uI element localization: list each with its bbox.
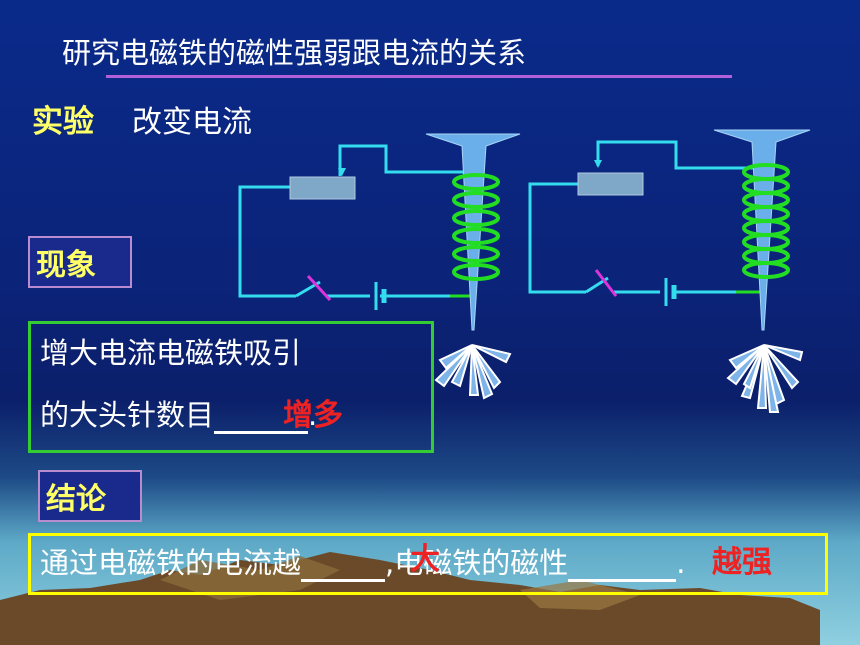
phenomenon-line2: 的大头针数目. xyxy=(40,392,317,434)
coil-left xyxy=(452,173,500,281)
title-underline xyxy=(106,75,732,78)
conclusion-blank2 xyxy=(568,545,677,582)
phenomenon-suffix: . xyxy=(308,398,318,432)
circuit-left xyxy=(238,144,470,310)
rheostat-right xyxy=(577,172,644,196)
experiment-label: 实验 xyxy=(32,104,94,140)
phenomenon-box xyxy=(28,321,434,453)
electromagnet-core-right xyxy=(713,129,811,331)
rheostat-left xyxy=(289,176,356,200)
conclusion-blank1 xyxy=(301,545,386,582)
conclusion-box xyxy=(28,533,828,595)
conclusion-answer2: 越强 xyxy=(712,545,772,580)
conclusion-prefix: 通过电磁铁的电流越 xyxy=(40,546,302,580)
conclusion-suffix: . xyxy=(676,546,686,580)
conclusion-answer1: 大 xyxy=(410,542,440,577)
phenomenon-label: 现象 xyxy=(28,236,132,288)
phenomenon-blank xyxy=(214,397,309,434)
pins-left xyxy=(434,344,512,400)
phenomenon-prefix: 的大头针数目 xyxy=(40,398,215,432)
phenomenon-line1: 增大电流电磁铁吸引 xyxy=(40,336,302,370)
conclusion-line: 通过电磁铁的电流越 ,电磁铁的磁性. xyxy=(40,540,685,582)
phenomenon-answer: 增多 xyxy=(283,398,343,433)
circuit-right xyxy=(528,140,760,306)
conclusion-middle: ,电磁铁的磁性 xyxy=(385,546,569,580)
pins-right xyxy=(726,344,804,413)
page-title: 研究电磁铁的磁性强弱跟电流的关系 xyxy=(62,36,527,70)
electromagnet-core-left xyxy=(425,133,521,331)
conclusion-label: 结论 xyxy=(38,470,142,522)
coil-right xyxy=(742,163,790,279)
experiment-text: 改变电流 xyxy=(132,105,252,140)
